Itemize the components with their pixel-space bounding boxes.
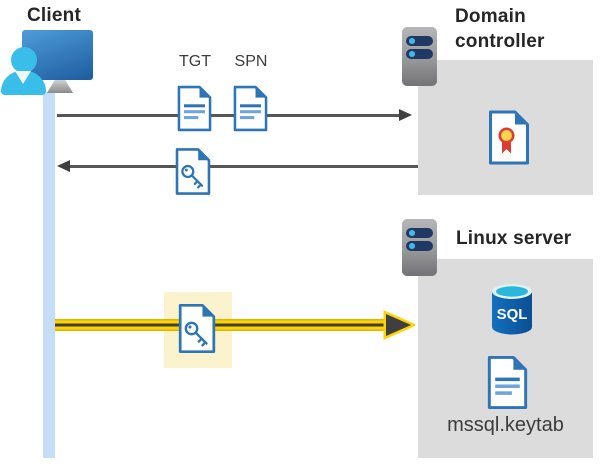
client-lifeline — [43, 92, 55, 458]
user-icon — [11, 47, 37, 73]
service-ticket-key-icon — [174, 146, 212, 197]
server-bar-icon — [406, 241, 433, 251]
domain-controller-title: Domain controller — [455, 6, 545, 52]
tgt-document-icon — [176, 84, 213, 133]
keytab-file-icon — [484, 355, 531, 410]
kerberos-arrowhead-icon — [383, 310, 415, 340]
user-collar-shape — [15, 71, 31, 84]
sql-database-icon: SQL — [492, 284, 532, 335]
spn-label: SPN — [234, 53, 268, 70]
kerberos-arrow-line — [55, 319, 389, 331]
sql-badge-text: SQL — [497, 306, 528, 323]
server-led-icon — [409, 230, 415, 236]
keytab-label: mssql.keytab — [447, 414, 564, 436]
linux-server-title: Linux server — [456, 228, 572, 249]
server-bar-icon — [406, 49, 433, 59]
request-arrowhead-icon — [399, 109, 412, 121]
monitor-stand-icon — [47, 79, 73, 93]
highlighted-key-ticket-icon — [177, 303, 217, 354]
server-bar-icon — [406, 228, 433, 238]
spn-document-icon — [232, 84, 269, 133]
linux-server-icon — [402, 219, 437, 276]
server-bar-icon — [406, 36, 433, 46]
server-led-icon — [409, 38, 415, 44]
tgt-label: TGT — [179, 53, 211, 70]
domain-controller-server-icon — [402, 27, 437, 86]
server-led-icon — [409, 243, 415, 249]
certificate-icon — [487, 109, 531, 166]
server-led-icon — [409, 51, 415, 57]
request-arrow-line — [57, 114, 399, 117]
response-arrow-line — [68, 165, 418, 168]
response-arrowhead-icon — [57, 160, 70, 172]
client-title: Client — [27, 5, 81, 26]
